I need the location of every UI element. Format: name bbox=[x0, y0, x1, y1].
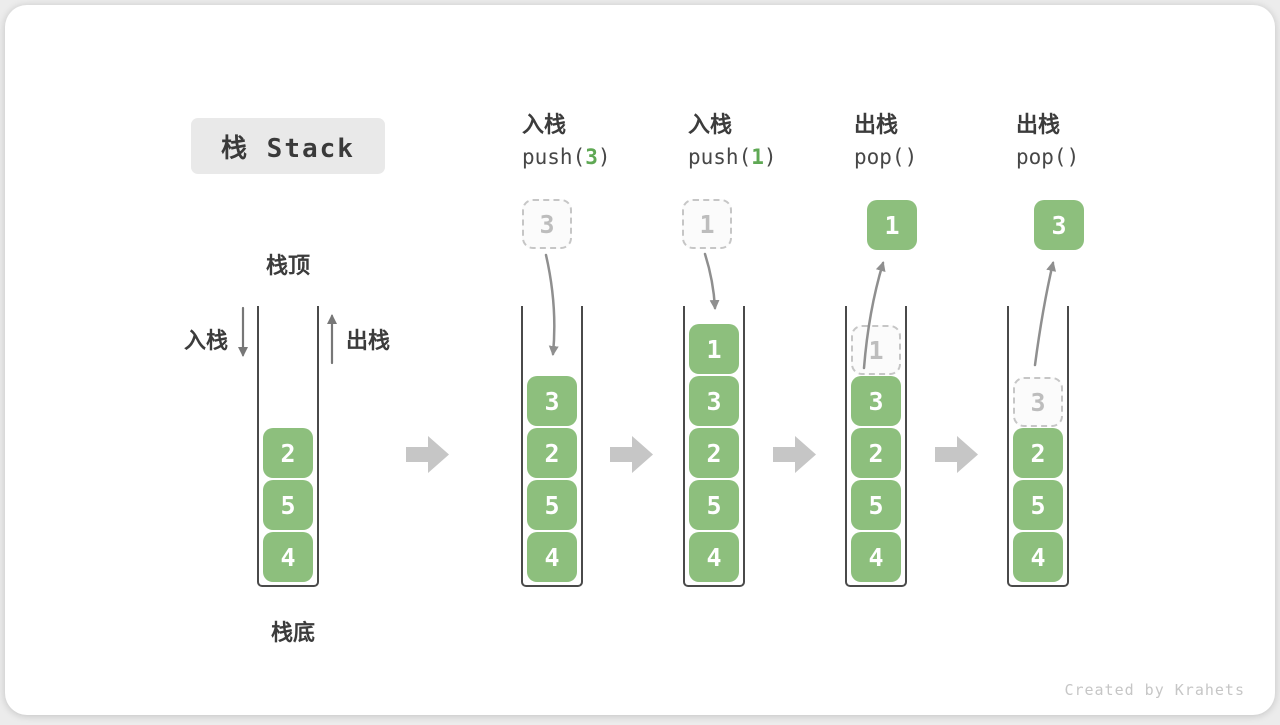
code-prefix: pop( bbox=[854, 145, 905, 169]
code-suffix: ) bbox=[904, 145, 918, 169]
title-badge: 栈 Stack bbox=[191, 118, 385, 174]
stack-cell: 1 bbox=[689, 324, 739, 374]
stack-cell: 4 bbox=[851, 532, 901, 582]
stage-transition-arrow-icon bbox=[773, 436, 816, 473]
push-arrow-icon bbox=[703, 252, 720, 310]
incoming-cell-3: 3 bbox=[522, 199, 572, 249]
stage-header-pop-1: 出栈 pop() bbox=[854, 111, 1024, 172]
push-side-label: 入栈 bbox=[183, 328, 228, 353]
code-prefix: push( bbox=[522, 145, 586, 169]
stack-top-label: 栈顶 bbox=[265, 253, 310, 278]
title-text: 栈 Stack bbox=[221, 133, 355, 164]
code-arg: 1 bbox=[751, 145, 764, 169]
stack-cell: 4 bbox=[527, 532, 577, 582]
op-code: push(3) bbox=[522, 142, 692, 172]
code-suffix: ) bbox=[597, 145, 611, 169]
stack-cell: 3 bbox=[527, 376, 577, 426]
popped-cell-1: 1 bbox=[867, 200, 917, 250]
stack-cell: 2 bbox=[689, 428, 739, 478]
stack-cell-ghost: 3 bbox=[1013, 377, 1063, 427]
stack-after-push-3: 3 2 5 4 bbox=[521, 306, 583, 587]
op-label: 出栈 bbox=[854, 112, 899, 137]
stage-transition-arrow-icon bbox=[935, 436, 978, 473]
code-suffix: ) bbox=[763, 145, 777, 169]
stack-cell: 5 bbox=[527, 480, 577, 530]
stack-cell: 3 bbox=[851, 376, 901, 426]
pop-side-label: 出栈 bbox=[346, 328, 391, 353]
stage-header-push-3: 入栈 push(3) bbox=[522, 111, 692, 172]
op-code: pop() bbox=[854, 142, 1024, 172]
op-code: pop() bbox=[1016, 142, 1186, 172]
stack-cell: 5 bbox=[689, 480, 739, 530]
op-label: 入栈 bbox=[522, 112, 567, 137]
stage-header-push-1: 入栈 push(1) bbox=[688, 111, 858, 172]
stack-after-pop-3: 3 2 5 4 bbox=[1007, 306, 1069, 587]
stack-cell: 2 bbox=[263, 428, 313, 478]
stage-transition-arrow-icon bbox=[610, 436, 653, 473]
op-label: 入栈 bbox=[688, 112, 733, 137]
credit-text: Created by Krahets bbox=[1064, 681, 1245, 699]
stack-after-pop-1: 1 3 2 5 4 bbox=[845, 306, 907, 587]
stack-cell: 3 bbox=[689, 376, 739, 426]
stack-cell: 4 bbox=[263, 532, 313, 582]
code-suffix: ) bbox=[1066, 145, 1080, 169]
popped-cell-3: 3 bbox=[1034, 200, 1084, 250]
stack-initial: 2 5 4 bbox=[257, 306, 319, 587]
stack-cell: 5 bbox=[1013, 480, 1063, 530]
stage-header-pop-3: 出栈 pop() bbox=[1016, 111, 1186, 172]
stack-cell: 2 bbox=[851, 428, 901, 478]
incoming-cell-1: 1 bbox=[682, 199, 732, 249]
stack-bottom-label: 栈底 bbox=[270, 620, 315, 645]
code-prefix: push( bbox=[688, 145, 752, 169]
stack-cell: 5 bbox=[263, 480, 313, 530]
stack-cell: 2 bbox=[1013, 428, 1063, 478]
code-arg: 3 bbox=[585, 145, 598, 169]
stack-cell: 2 bbox=[527, 428, 577, 478]
stack-cell-ghost: 1 bbox=[851, 325, 901, 375]
stage-transition-arrow-icon bbox=[406, 436, 449, 473]
stack-after-push-1: 1 3 2 5 4 bbox=[683, 306, 745, 587]
stack-cell: 5 bbox=[851, 480, 901, 530]
figure-card: 栈 Stack 入栈 push(3) 入栈 push(1) 出栈 pop() 出… bbox=[5, 5, 1275, 715]
op-code: push(1) bbox=[688, 142, 858, 172]
op-label: 出栈 bbox=[1016, 112, 1061, 137]
code-prefix: pop( bbox=[1016, 145, 1067, 169]
stack-cell: 4 bbox=[1013, 532, 1063, 582]
stack-cell: 4 bbox=[689, 532, 739, 582]
